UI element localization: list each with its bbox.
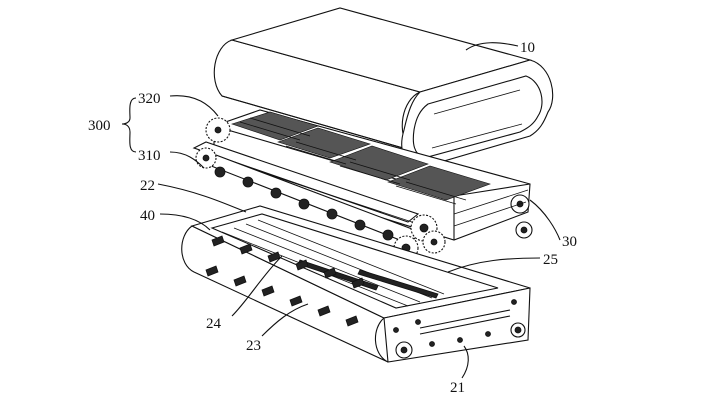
label-30: 30 bbox=[562, 234, 577, 250]
side-wall-slots bbox=[205, 235, 365, 327]
label-24: 24 bbox=[206, 316, 222, 332]
label-40: 40 bbox=[140, 208, 155, 224]
label-22: 22 bbox=[140, 178, 155, 194]
circuit-modules bbox=[231, 111, 491, 205]
label-320: 320 bbox=[138, 91, 161, 107]
label-23: 23 bbox=[246, 338, 261, 354]
label-21: 21 bbox=[450, 380, 465, 396]
label-310: 310 bbox=[138, 148, 161, 164]
label-25: 25 bbox=[543, 252, 558, 268]
label-300: 300 bbox=[88, 118, 111, 134]
leader-lines bbox=[121, 42, 561, 379]
tray-assembly-300 bbox=[192, 109, 533, 261]
cover-sleeve-10 bbox=[213, 7, 554, 169]
reference-labels: 10 300 320 310 22 40 30 25 24 23 21 bbox=[88, 40, 577, 396]
base-housing-21 bbox=[181, 205, 531, 363]
label-10: 10 bbox=[520, 40, 535, 56]
